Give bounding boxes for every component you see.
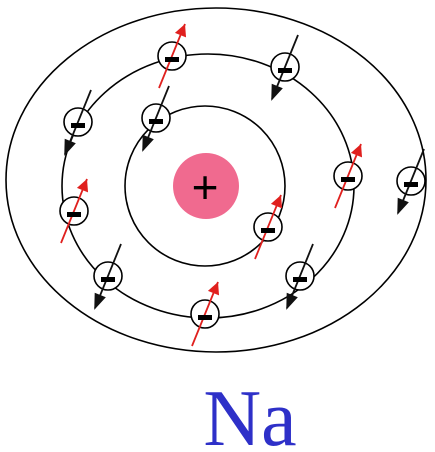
- spin-arrowhead-down: [286, 292, 298, 310]
- electron-charge-symbol: [71, 123, 85, 128]
- electron-charge-symbol: [341, 177, 355, 182]
- electron-middle-up-spin: [59, 178, 89, 244]
- electron-inner-down-spin: [141, 85, 171, 152]
- spin-arrowhead-down: [397, 197, 409, 215]
- spin-arrowhead-up: [207, 282, 220, 296]
- electron-charge-symbol: [261, 228, 275, 233]
- spin-arrowhead-down: [64, 138, 76, 156]
- electron-charge-symbol: [101, 277, 115, 282]
- electron-middle-up-spin: [333, 143, 363, 209]
- electron-charge-symbol: [404, 182, 418, 187]
- electron-charge-symbol: [149, 119, 163, 124]
- spin-arrowhead-up: [270, 195, 283, 209]
- electron-inner-up-spin: [253, 194, 283, 260]
- nucleus: +: [173, 153, 239, 219]
- electron-charge-symbol: [198, 315, 212, 320]
- spin-arrowhead-down: [94, 292, 106, 310]
- electron-middle-down-spin: [93, 243, 123, 310]
- electron-outer-down-spin: [396, 148, 426, 215]
- spin-arrowhead-down: [142, 134, 154, 152]
- outer-shell: [5, 7, 427, 353]
- spin-arrowhead-down: [271, 83, 283, 101]
- electron-middle-up-spin: [190, 281, 220, 347]
- electron-charge-symbol: [293, 277, 307, 282]
- element-label: Na: [203, 375, 296, 452]
- electron-charge-symbol: [278, 68, 292, 73]
- electrons: [59, 23, 426, 347]
- spin-arrowhead-up: [350, 144, 363, 158]
- spin-arrowhead-up: [76, 179, 89, 193]
- electron-middle-down-spin: [285, 243, 315, 310]
- spin-arrowhead-up: [174, 24, 187, 38]
- nucleus-charge-symbol: +: [192, 161, 219, 213]
- nucleus-core: [173, 153, 239, 219]
- electron-middle-up-spin: [157, 23, 187, 89]
- inner-shell: [124, 105, 286, 267]
- electron-charge-symbol: [165, 57, 179, 62]
- electron-charge-symbol: [67, 212, 81, 217]
- electron-middle-down-spin: [270, 34, 300, 101]
- electron-middle-down-spin: [63, 89, 93, 156]
